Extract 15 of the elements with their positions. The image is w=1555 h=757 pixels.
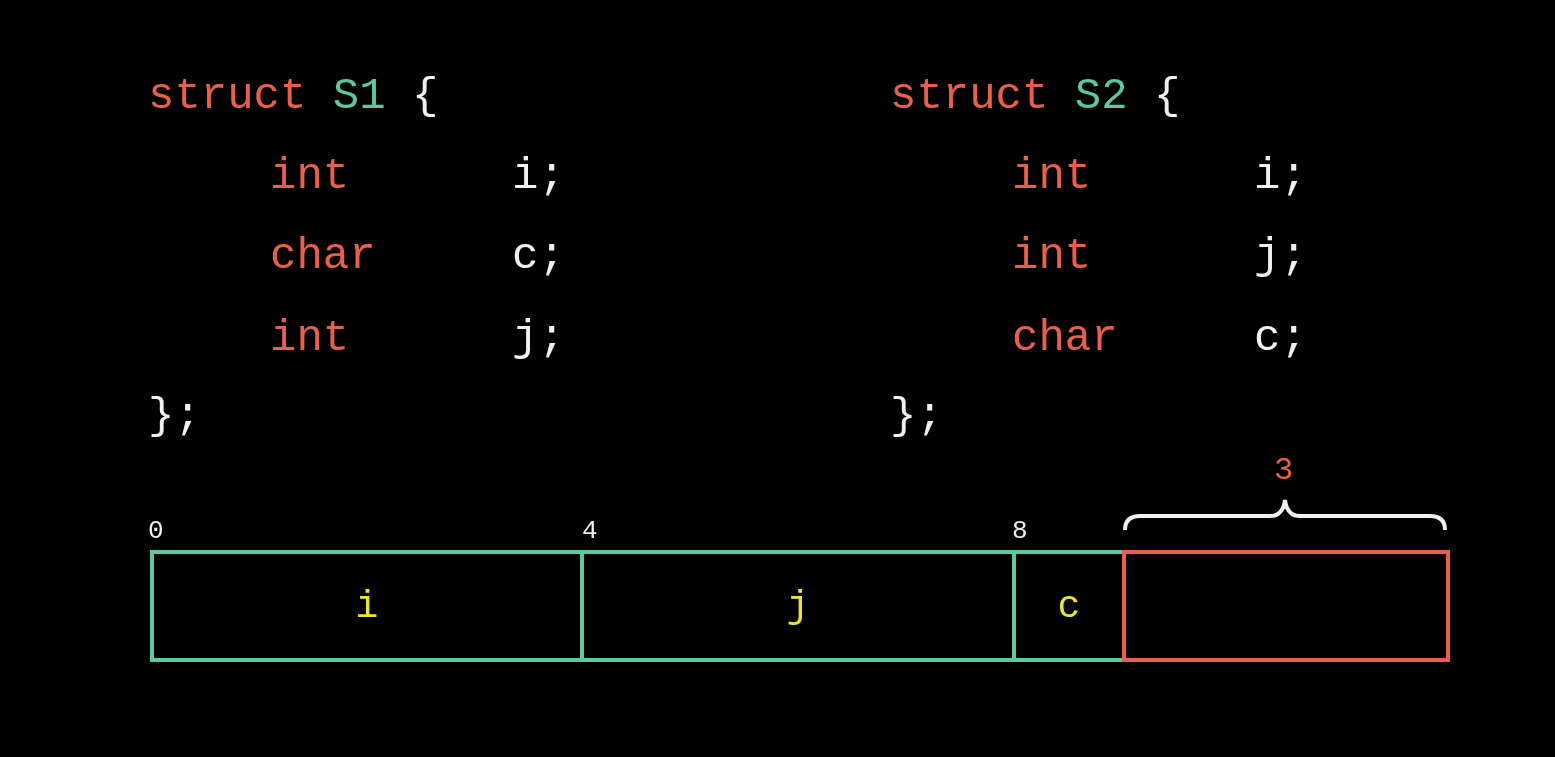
- struct-member: int j;: [270, 312, 565, 364]
- struct-member: char c;: [270, 230, 565, 282]
- struct-member: int i;: [1012, 150, 1307, 202]
- padding-cell: [1122, 550, 1450, 662]
- struct-member: int i;: [270, 150, 565, 202]
- byte-offset: 8: [1012, 516, 1028, 546]
- struct-member: int j;: [1012, 230, 1307, 282]
- struct-member: char c;: [1012, 312, 1307, 364]
- padding-size: 3: [1274, 452, 1294, 489]
- byte-offset: 0: [148, 516, 164, 546]
- struct-declaration: struct S2 {: [890, 70, 1181, 122]
- byte-offset: 4: [582, 516, 598, 546]
- struct-declaration: struct S1 {: [148, 70, 439, 122]
- closing-brace: };: [148, 390, 201, 442]
- closing-brace: };: [890, 390, 943, 442]
